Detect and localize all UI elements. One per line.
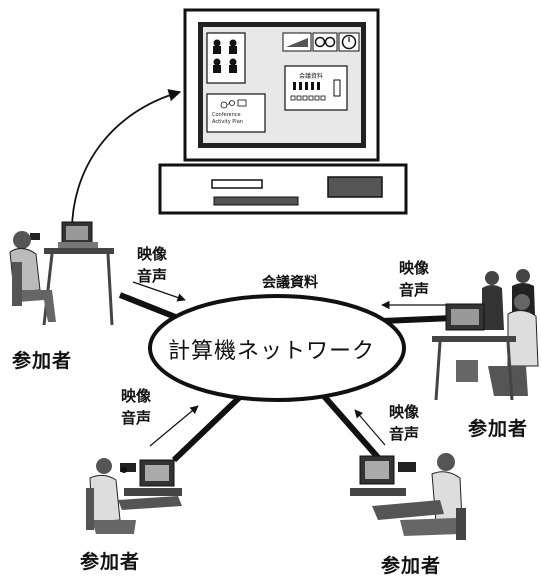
arrow-flow-bottom-right [354, 409, 386, 446]
link-top-right [381, 315, 454, 324]
participant-label-bottom-left: 参加者 [80, 551, 141, 573]
network-ellipse [148, 294, 406, 402]
participant-workstation-top-left [9, 221, 114, 326]
video-window [206, 32, 246, 84]
participant-label-top-left: 参加者 [12, 350, 73, 372]
video-label: 映像 [389, 403, 420, 421]
arrow-flow-top-left [132, 281, 186, 302]
audio-label: 音声 [399, 281, 430, 299]
video-label: 映像 [137, 245, 168, 263]
flow-label-bottom-left: 映像 音声 [121, 385, 151, 429]
screen-materials-title: 会議資料 [299, 73, 324, 80]
audio-label: 音声 [137, 267, 168, 285]
flow-label-top-left: 映像 音声 [137, 243, 167, 287]
participant-label-bottom-right: 参加者 [381, 555, 442, 577]
audio-label: 音声 [389, 425, 420, 443]
whiteboard-window [206, 93, 266, 133]
video-label: 映像 [399, 259, 430, 277]
participant-workstation-right [432, 269, 539, 401]
participant-workstation-bottom-right [350, 453, 466, 540]
link-bottom-right [320, 393, 385, 464]
flow-label-top-right: 映像 音声 [399, 257, 429, 301]
shared-display-computer [158, 8, 408, 215]
arrow-to-display [71, 89, 182, 237]
screen-whiteboard-text: Conference Activity Plan [212, 112, 243, 125]
link-bottom-left [171, 392, 245, 463]
conference-materials-label: 会議資料 [262, 275, 318, 291]
flow-label-bottom-right: 映像 音声 [389, 401, 419, 445]
network-label: 計算機ネットワーク [168, 339, 376, 364]
video-label: 映像 [121, 387, 152, 405]
participant-label-right: 参加者 [468, 418, 529, 440]
audio-label: 音声 [121, 409, 152, 427]
participant-workstation-bottom-left [86, 458, 182, 534]
arrow-flow-bottom-left [149, 405, 199, 447]
